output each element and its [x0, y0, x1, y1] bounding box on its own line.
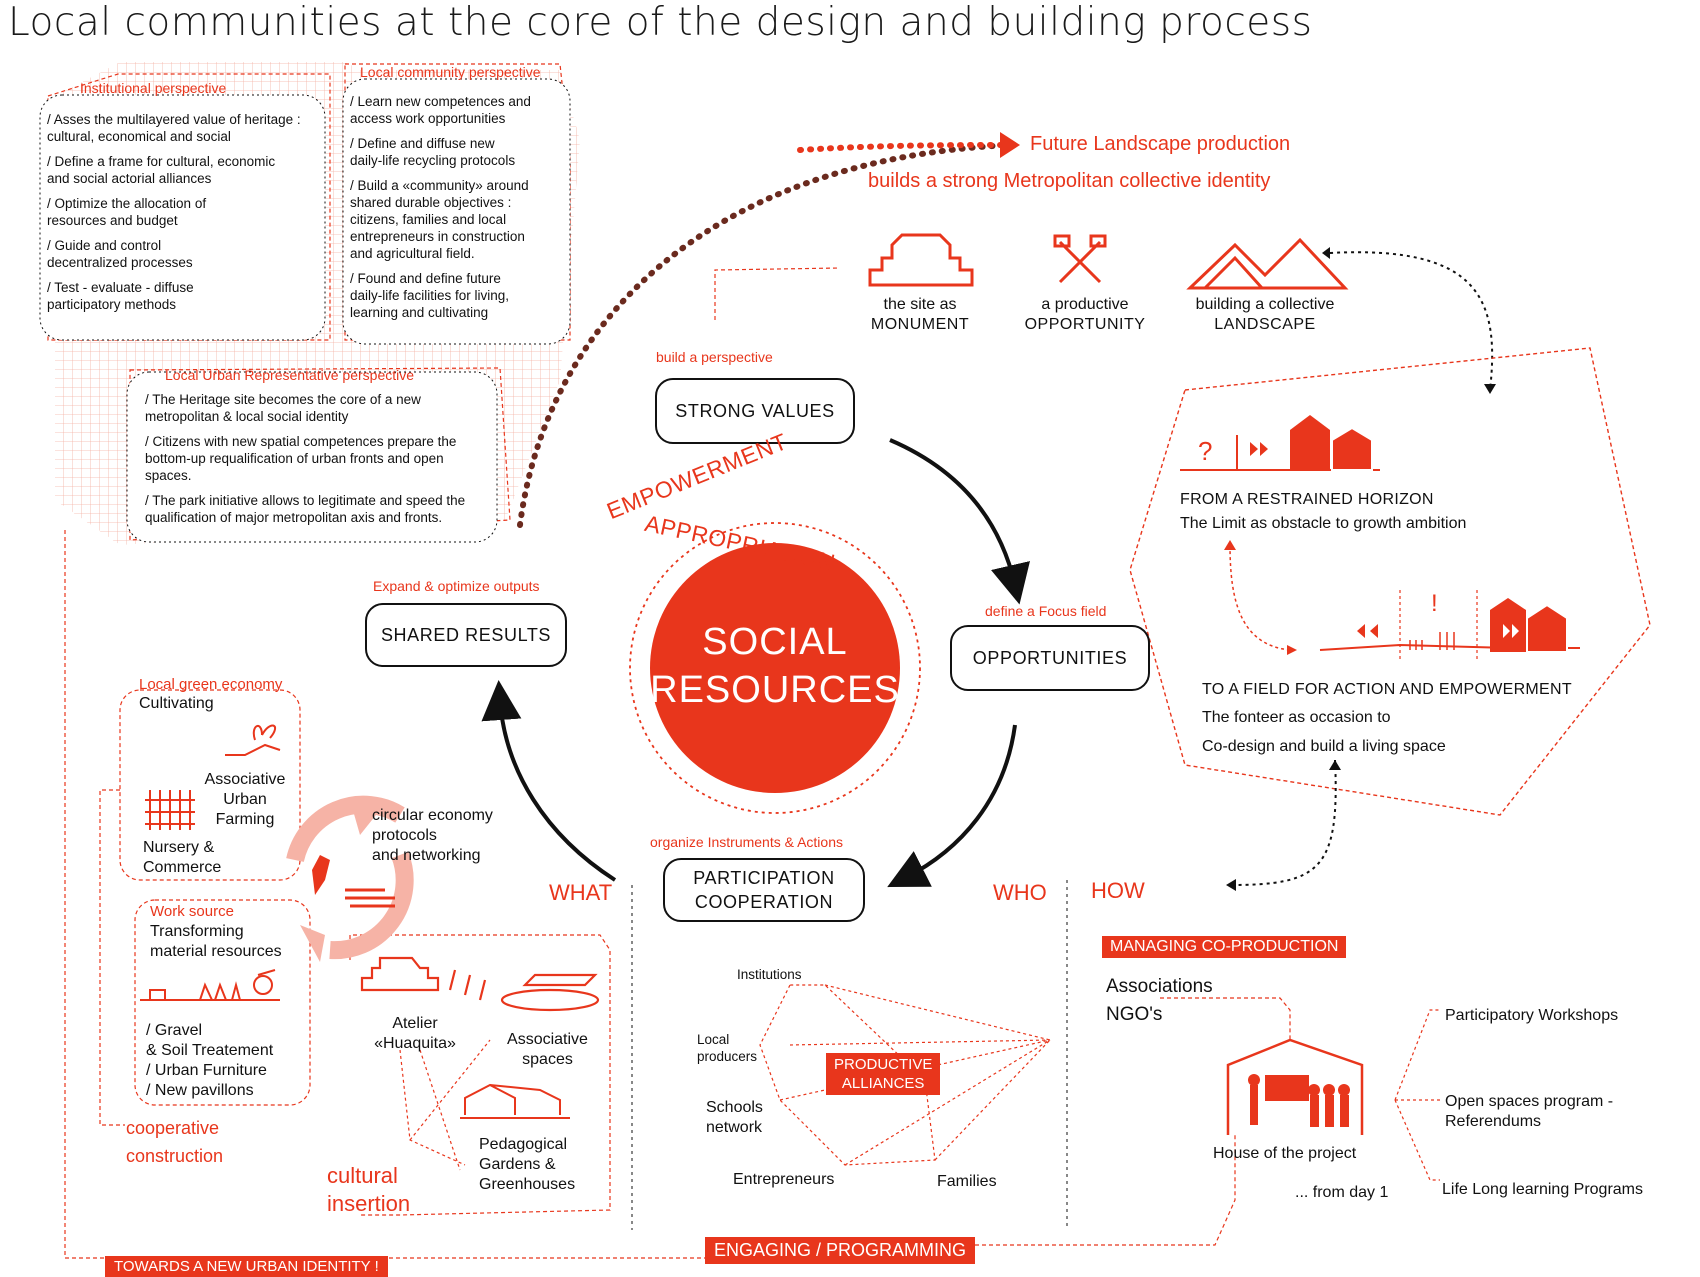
opportunities-node: OPPORTUNITIES [950, 625, 1150, 691]
workshops-label: Participatory Workshops [1445, 1007, 1619, 1024]
work-sub: Transforming material resources [150, 923, 282, 960]
community-heading: Local community perspective [360, 64, 541, 80]
urban-heading: Local Urban Representative perspective [165, 367, 415, 383]
families-label: Families [937, 1173, 997, 1190]
inst-item: / Define a frame for cultural, economic … [47, 154, 276, 186]
urban-item: / The park initiative allows to legitima… [145, 493, 466, 525]
how-label: HOW [1091, 878, 1145, 903]
urban-list: / The Heritage site becomes the core of … [145, 391, 515, 534]
what-label: WHAT [549, 880, 613, 905]
entrepreneurs-label: Entrepreneurs [733, 1171, 835, 1188]
institutional-heading: Institutional perspective [80, 80, 227, 96]
build-perspective-label: build a perspective [656, 349, 773, 365]
atelier-shape [360, 956, 487, 1001]
expand-label: Expand & optimize outputs [373, 578, 540, 594]
work-heading: Work source [150, 903, 234, 920]
farming-label: Associative Urban Farming [204, 771, 286, 828]
associations-label: Associations [1106, 976, 1213, 997]
question-mark: ? [1198, 436, 1213, 466]
horizon-line-5: Co-design and build a living space [1202, 738, 1446, 755]
institutional-list: / Asses the multilayered value of herita… [47, 111, 332, 321]
institutions-label: Institutions [737, 967, 802, 982]
engaging-tag: ENGAGING / PROGRAMMING [705, 1237, 976, 1264]
atelier-label: Atelier «Huaquita» [374, 1015, 456, 1052]
participation-node: PARTICIPATION COOPERATION [663, 858, 865, 922]
comm-item: / Found and define future daily-life fac… [350, 271, 510, 320]
horizon-line-3: TO A FIELD FOR ACTION AND EMPOWERMENT [1202, 681, 1572, 698]
lifelong-label: Life Long learning Programs [1442, 1181, 1644, 1198]
circular-label: circular economy protocols and networkin… [372, 807, 493, 864]
organize-label: organize Instruments & Actions [650, 834, 843, 850]
urban-item: / The Heritage site becomes the core of … [145, 392, 421, 424]
associative-spaces-label: Associative spaces [507, 1031, 588, 1068]
horizon-icon-bottom [1319, 590, 1580, 660]
day-label: ... from day 1 [1295, 1184, 1389, 1201]
inst-item: / Guide and control decentralized proces… [47, 238, 193, 270]
focus-field-label: define a Focus field [985, 603, 1107, 619]
house-people [1248, 1074, 1350, 1127]
inst-item: / Optimize the allocation of resources a… [47, 196, 207, 228]
managing-tag: MANAGING CO-PRODUCTION [1102, 936, 1347, 958]
spaces-shape [500, 973, 600, 1012]
gardens-label: Pedagogical Gardens & Greenhouses [479, 1136, 576, 1193]
mountains-shape [1186, 237, 1349, 290]
schools-label: Schools network [706, 1099, 763, 1136]
page-title: Local communities at the core of the des… [8, 0, 1313, 45]
greenhouse-shape [460, 1083, 570, 1119]
workers-shape [140, 969, 280, 1001]
green-sub: Cultivating [139, 695, 214, 712]
strong-values-node: STRONG VALUES [655, 378, 855, 444]
hammers-shape [1053, 234, 1107, 284]
horizon-line-2: The Limit as obstacle to growth ambition [1180, 515, 1467, 532]
community-list: / Learn new competences and access work … [350, 93, 575, 329]
nursery-label: Nursery & Commerce [143, 839, 222, 876]
horizon-line-4: The fonteer as occasion to [1202, 709, 1391, 726]
horizon-line-1: FROM A RESTRAINED HORIZON [1180, 491, 1434, 508]
inst-item: / Asses the multilayered value of herita… [47, 112, 301, 144]
work-items: / Gravel & Soil Treatement / Urban Furni… [146, 1022, 274, 1099]
open-spaces-label: Open spaces program - Referendums [1445, 1093, 1614, 1130]
alliances-tag: PRODUCTIVE ALLIANCES [826, 1053, 941, 1095]
producers-label: Local producers [697, 1032, 758, 1064]
inst-item: / Test - evaluate - diffuse participator… [47, 280, 194, 312]
ngos-label: NGO's [1106, 1004, 1163, 1025]
farming-shape [145, 724, 281, 830]
urban-item: / Citizens with new spatial competences … [145, 434, 457, 483]
house-shape [1226, 1038, 1364, 1135]
comm-item: / Define and diffuse new daily-life recy… [350, 136, 516, 168]
comm-item: / Build a «community» around shared dura… [350, 178, 529, 261]
cooperative-label: cooperative [126, 1118, 220, 1138]
comm-item: / Learn new competences and access work … [350, 94, 531, 126]
identity-tag: TOWARDS A NEW URBAN IDENTITY ! [105, 1256, 388, 1277]
horizon-icon-top [1180, 415, 1380, 471]
future-line-1: Future Landscape production [1030, 133, 1291, 155]
shared-results-node: SHARED RESULTS [365, 603, 567, 667]
circular-arrows [286, 795, 414, 962]
construction-label: construction [126, 1146, 224, 1166]
green-heading: Local green economy [139, 676, 283, 693]
exclamation-mark: ! [1431, 590, 1438, 617]
cultural-insertion-label: cultural insertion [327, 1163, 411, 1216]
house-label: House of the project [1213, 1145, 1357, 1162]
who-label: WHO [993, 880, 1047, 905]
future-line-2: builds a strong Metropolitan collective … [868, 170, 1271, 192]
monument-shape [868, 233, 974, 287]
